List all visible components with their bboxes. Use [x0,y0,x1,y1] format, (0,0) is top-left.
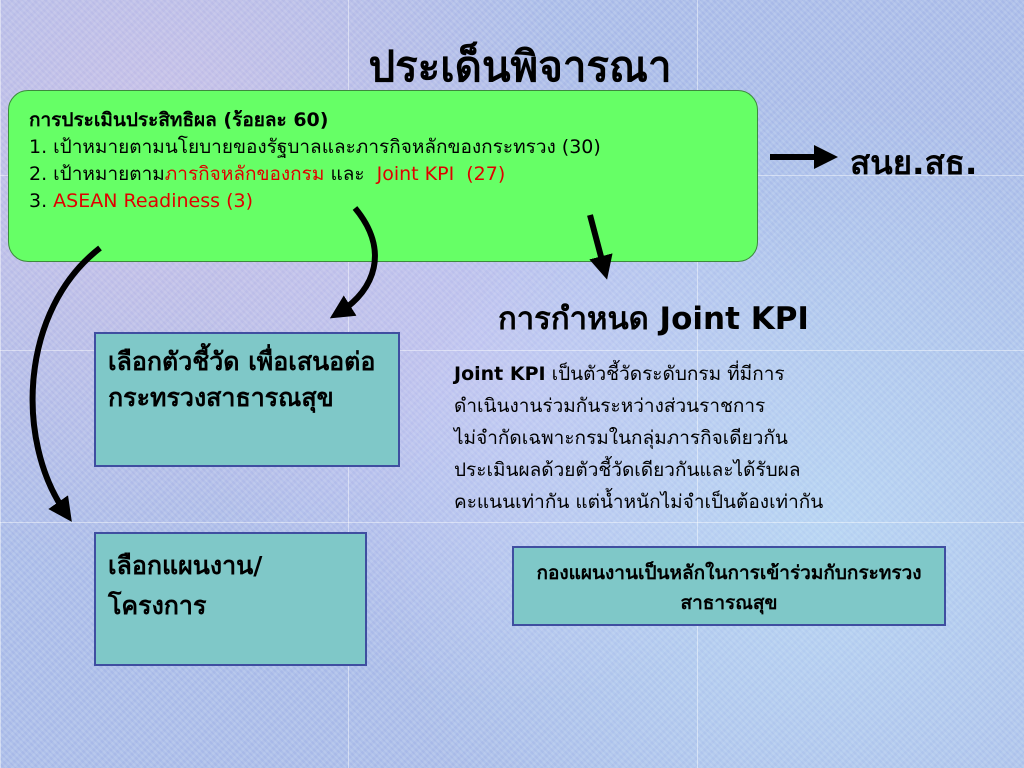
item-2-dept-mission: ภารกิจหลักของกรม [164,163,325,185]
desc-term: Joint KPI [454,363,546,385]
joint-kpi-description: Joint KPI เป็นตัวชี้วัดระดับกรม ที่มีการ… [454,358,994,518]
effectiveness-heading: การประเมินประสิทธิผล (ร้อยละ 60) [29,109,329,131]
item-2-joint-kpi: Joint KPI (27) [376,163,506,185]
select-plan-box: เลือกแผนงาน/โครงการ [94,532,367,666]
desc-line-5: คะแนนเท่ากัน แต่น้ำหนักไม่จำเป็นต้องเท่า… [454,491,824,513]
joint-kpi-heading: การกำหนด Joint KPI [498,301,809,337]
desc-line-3: ไม่จำกัดเฉพาะกรมในกลุ่มภารกิจเดียวกัน [454,427,788,449]
effectiveness-box: การประเมินประสิทธิผล (ร้อยละ 60) 1. เป้า… [8,90,758,262]
arrow-to-plan-box [29,245,102,522]
item-2-and: และ [324,163,377,185]
slide-title: ประเด็นพิจารณา [368,42,672,91]
arrow-to-kpi-box [329,206,378,319]
desc-line-1: เป็นตัวชี้วัดระดับกรม ที่มีการ [545,363,785,385]
item-2-prefix: 2. เป้าหมายตาม [29,163,165,185]
desc-line-2: ดำเนินงานร่วมกันระหว่างส่วนราชการ [454,395,766,417]
item-3-asean: ASEAN Readiness (3) [53,190,253,212]
arrow-target-label: สนย.สธ. [850,143,978,182]
arrow-to-subtitle [587,214,613,280]
planning-division-box: กองแผนงานเป็นหลักในการเข้าร่วมกับกระทรวง… [512,546,946,626]
item-2: 2. เป้าหมายตามภารกิจหลักของกรม และ Joint… [29,161,757,188]
item-3: 3. ASEAN Readiness (3) [29,188,757,215]
desc-line-4: ประเมินผลด้วยตัวชี้วัดเดียวกันและได้รับผ… [454,459,801,481]
select-kpi-box: เลือกตัวชี้วัด เพื่อเสนอต่อกระทรวงสาธารณ… [94,332,400,467]
item-3-prefix: 3. [29,190,54,212]
item-1: 1. เป้าหมายตามนโยบายของรัฐบาลและภารกิจหล… [29,136,601,158]
